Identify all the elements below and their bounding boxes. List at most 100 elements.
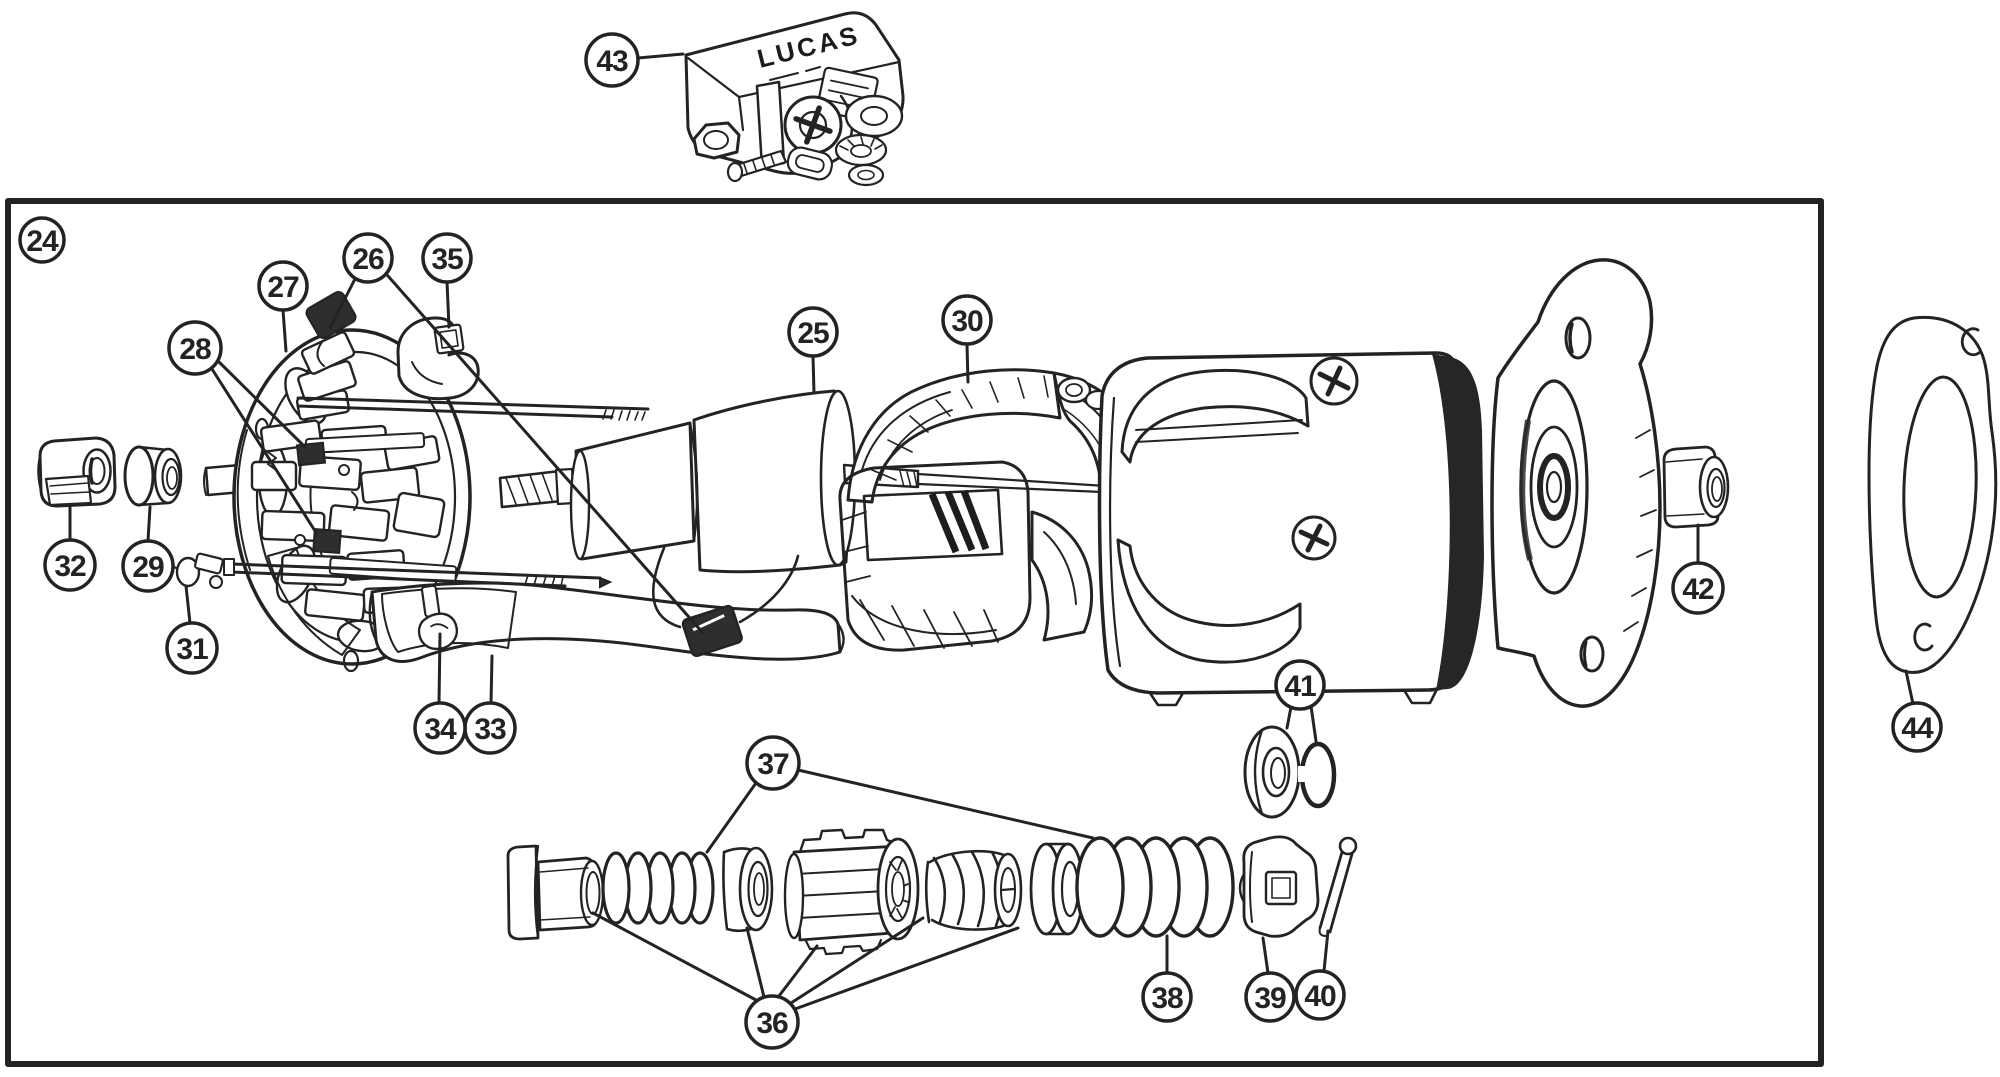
- leader-line-31: [184, 584, 192, 625]
- leader-line-36: [745, 926, 766, 999]
- callout-label-43: 43: [596, 45, 628, 78]
- gasket-drawing-44: [1867, 315, 1998, 674]
- callout-36: 36: [744, 994, 800, 1050]
- split-pin-drawing: [1318, 836, 1358, 937]
- leader-line-28: [215, 358, 307, 449]
- leader-line-37: [796, 768, 1095, 840]
- callout-35: 35: [421, 232, 473, 284]
- callout-31: 31: [165, 621, 219, 675]
- terminal-link-drawing: [786, 146, 834, 181]
- spring-collar-drawing: [722, 846, 774, 933]
- washer-stack-drawing: [834, 94, 904, 187]
- callout-circle-32: [43, 538, 97, 592]
- callout-circle-26: [342, 232, 394, 284]
- commutator-end-plate-drawing: [166, 290, 650, 673]
- drive-spring-drawing: [601, 851, 715, 925]
- callout-28: 28: [167, 320, 223, 376]
- callout-30: 30: [941, 294, 993, 346]
- callout-39: 39: [1244, 971, 1296, 1023]
- leader-line-36: [789, 916, 925, 1005]
- callout-circle-28: [167, 320, 223, 376]
- bush-drawing-29: [123, 445, 183, 507]
- callout-label-42: 42: [1682, 573, 1714, 606]
- leader-line-36: [793, 926, 1020, 1011]
- callout-circle-39: [1244, 971, 1296, 1023]
- drive-assembly-drawing: [506, 725, 1358, 956]
- callout-40: 40: [1294, 969, 1346, 1021]
- callout-circle-40: [1294, 969, 1346, 1021]
- main-spring-drawing: [1075, 836, 1235, 938]
- callout-circle-43: [584, 32, 640, 88]
- callout-label-39: 39: [1254, 982, 1286, 1015]
- callout-label-31: 31: [176, 633, 208, 666]
- body-screw-icon: [1309, 356, 1359, 406]
- callout-label-32: 32: [54, 550, 86, 583]
- leader-line-25: [811, 354, 816, 395]
- callout-label-33: 33: [474, 713, 506, 746]
- callout-label-24: 24: [26, 225, 59, 258]
- leader-line-44: [1904, 669, 1915, 706]
- callout-32: 32: [43, 538, 97, 592]
- callout-circle-31: [165, 621, 219, 675]
- callout-label-36: 36: [756, 1007, 788, 1040]
- terminal-post-drawing: [295, 331, 357, 421]
- thrust-collar-drawing-31: [166, 552, 224, 589]
- leader-line-36: [591, 911, 758, 1002]
- screw-drawing: [726, 149, 788, 183]
- pinion-drawing: [783, 828, 920, 956]
- brush-drawing-lower: [312, 528, 342, 554]
- callout-25: 25: [787, 306, 839, 358]
- leader-line-36: [777, 944, 819, 998]
- callout-label-26: 26: [352, 243, 384, 276]
- callout-37: 37: [745, 735, 801, 791]
- callout-label-35: 35: [431, 243, 463, 276]
- spring-retainer-drawing: [1238, 835, 1320, 938]
- leader-line-29: [146, 505, 152, 543]
- callout-circle-25: [787, 306, 839, 358]
- callout-circle-27: [257, 260, 309, 312]
- callout-label-38: 38: [1151, 982, 1183, 1015]
- callout-label-30: 30: [951, 305, 983, 338]
- leader-line-27: [281, 308, 288, 353]
- callout-43: 43: [584, 32, 640, 88]
- callout-circle-36: [744, 994, 800, 1050]
- leader-line-41: [1285, 705, 1293, 730]
- brush-gear-drawing: [250, 419, 458, 622]
- callout-circle-42: [1671, 561, 1725, 615]
- callout-label-40: 40: [1304, 980, 1336, 1013]
- leader-line-40: [1322, 929, 1330, 973]
- callout-34: 34: [413, 701, 467, 755]
- solenoid-assembly-drawing: LUCAS: [684, 11, 905, 187]
- brush-spring-clip: [295, 441, 327, 467]
- leader-line-30: [965, 342, 970, 384]
- callout-circle-30: [941, 294, 993, 346]
- callout-circle-29: [121, 539, 175, 593]
- callout-29: 29: [121, 539, 175, 593]
- sealing-pad-drawing: [381, 587, 517, 653]
- coil-window-drawing: [862, 488, 1004, 562]
- callout-label-27: 27: [267, 271, 299, 304]
- leader-line-33: [489, 654, 494, 705]
- leader-line-35: [445, 280, 451, 329]
- callout-label-44: 44: [1901, 712, 1934, 745]
- leader-line-43: [636, 52, 685, 60]
- callout-label-28: 28: [179, 333, 211, 366]
- screwed-sleeve-drawing: [924, 849, 1023, 931]
- hex-nut-drawing: [692, 121, 741, 160]
- field-brush-lead-drawing: [651, 546, 800, 658]
- callout-circle-24: [18, 216, 66, 264]
- leader-line-34: [437, 632, 442, 705]
- leader-line-28: [210, 367, 319, 536]
- leader-line-37: [705, 781, 758, 854]
- callout-33: 33: [463, 701, 517, 755]
- phillips-screw-icon: [793, 105, 833, 145]
- callout-label-29: 29: [132, 551, 164, 584]
- leader-line-41: [1309, 704, 1318, 743]
- yoke-end-ring-drawing: [1432, 354, 1484, 690]
- yoke-body-drawing: [1097, 351, 1484, 707]
- callout-circle-35: [421, 232, 473, 284]
- callout-label-25: 25: [797, 317, 829, 350]
- callout-circle-44: [1891, 701, 1943, 753]
